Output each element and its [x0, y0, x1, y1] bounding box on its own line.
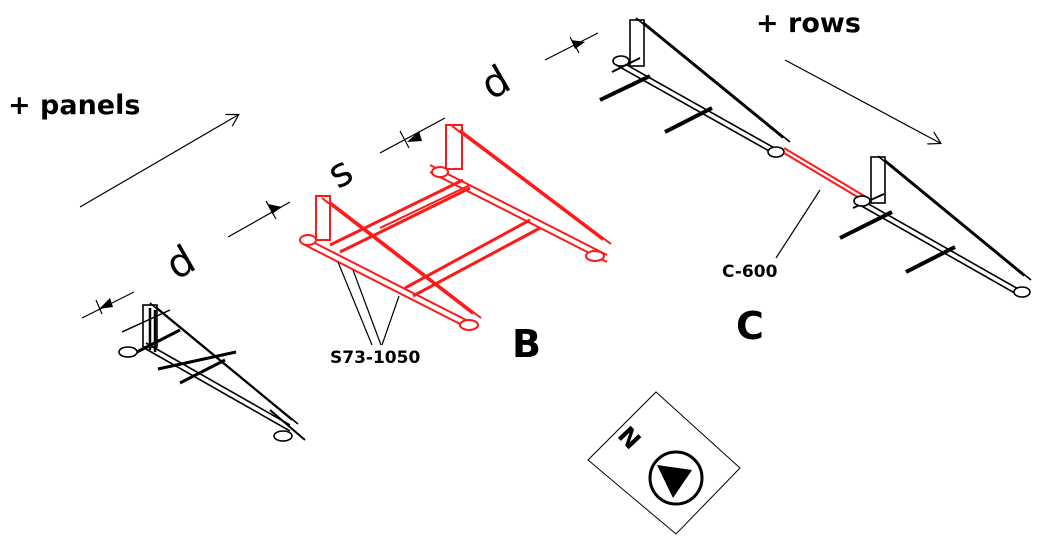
frame-top-right — [599, 17, 791, 158]
frame-middle-red — [299, 124, 612, 331]
dimension-s-left — [227, 200, 291, 238]
rows-label: + rows — [756, 8, 861, 39]
row-letter-c: C — [736, 304, 764, 348]
panels-label: + panels — [8, 90, 141, 121]
part-label-s73: S73-1050 — [330, 348, 421, 368]
panels-direction-arrow — [79, 115, 238, 208]
dimension-s-right — [379, 117, 446, 154]
frame-bottom-right — [839, 155, 1032, 298]
dim-arrowhead — [407, 131, 422, 142]
rows-direction-arrow — [784, 59, 940, 143]
leader-line-c600 — [775, 189, 821, 259]
frame-left — [118, 302, 306, 442]
dimension-d-right — [544, 32, 599, 61]
dim-arrowhead — [571, 40, 585, 49]
part-label-c600: C-600 — [722, 262, 778, 282]
leader-lines-s73 — [337, 261, 400, 346]
north-compass-icon — [587, 391, 741, 535]
row-letter-b: B — [512, 322, 541, 366]
dim-arrowhead — [99, 298, 113, 309]
connector-c600-red — [783, 147, 867, 203]
dim-arrowhead — [268, 204, 282, 214]
